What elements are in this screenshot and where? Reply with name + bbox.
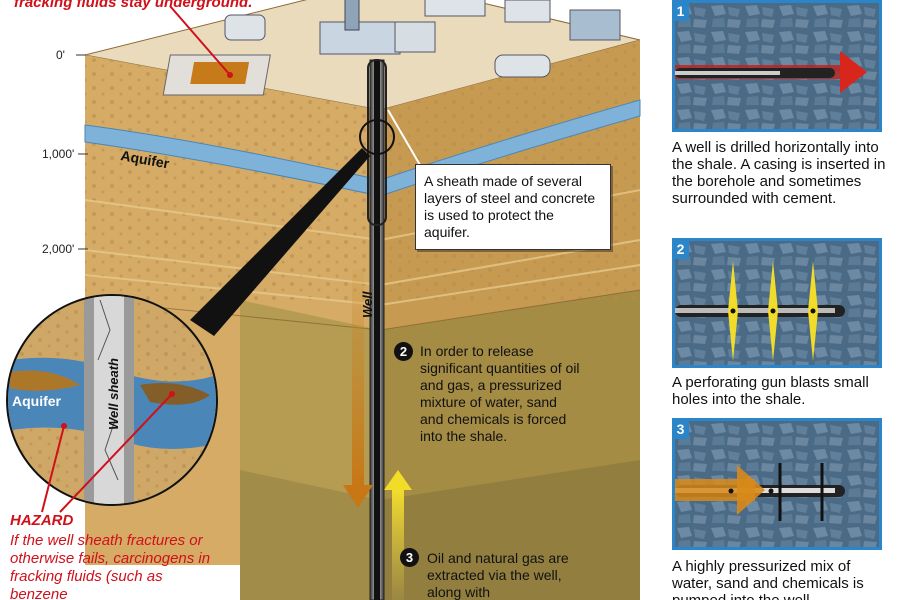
panel-3-illustration bbox=[675, 421, 879, 547]
step-number-3: 3 bbox=[400, 548, 419, 567]
panel-2-frame bbox=[672, 238, 882, 368]
panel-number-3: 3 bbox=[672, 420, 689, 439]
step-2-text: In order to release significant quantiti… bbox=[420, 343, 580, 444]
step-number-2: 2 bbox=[394, 342, 413, 361]
hazard-text: If the well sheath fractures or otherwis… bbox=[10, 532, 211, 600]
panel-number-1: 1 bbox=[672, 2, 689, 21]
sheath-callout: A sheath made of several layers of steel… bbox=[415, 164, 611, 250]
panel-1-illustration bbox=[675, 3, 879, 129]
inset-aquifer-label: Aquifer bbox=[12, 393, 62, 409]
panel-3-caption: A highly pressurized mix of water, sand … bbox=[672, 558, 864, 600]
panel-number-2: 2 bbox=[672, 240, 689, 259]
panel-2-caption: A perforating gun blasts small holes int… bbox=[672, 374, 869, 408]
depth-label-0: 0' bbox=[56, 48, 65, 62]
depth-label-1000: 1,000' bbox=[42, 147, 75, 161]
panel-1-frame bbox=[672, 0, 882, 132]
inset-sheath-label: Well sheath bbox=[106, 358, 121, 430]
panel-1-caption: A well is drilled horizontally into the … bbox=[672, 139, 886, 207]
step-3-text: Oil and natural gas are extracted via th… bbox=[427, 550, 569, 600]
depth-ticks bbox=[76, 54, 88, 250]
panel-3-frame bbox=[672, 418, 882, 550]
panel-2-illustration bbox=[675, 241, 879, 365]
hazard-title: HAZARD bbox=[10, 512, 74, 529]
depth-label-2000: 2,000' bbox=[42, 242, 75, 256]
well-label: Well bbox=[360, 291, 375, 318]
top-note: fracking fluids stay underground. bbox=[14, 0, 253, 11]
